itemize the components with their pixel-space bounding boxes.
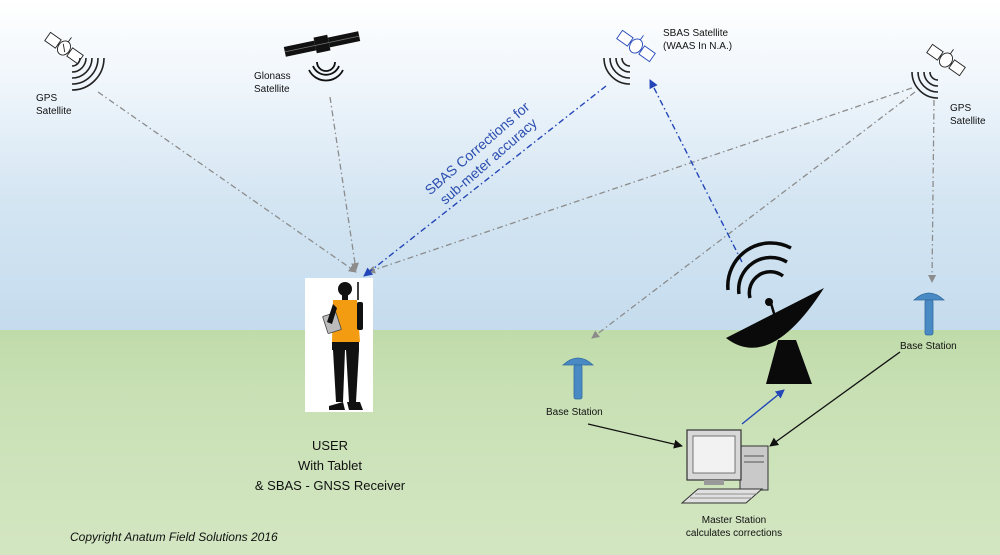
base-station-left-label: Base Station bbox=[546, 407, 603, 418]
link-master-to-dish bbox=[741, 389, 785, 425]
link-gps-right-to-base-left bbox=[591, 91, 916, 339]
base-station-right-label: Base Station bbox=[900, 341, 957, 352]
gps-left-signal-waves bbox=[71, 57, 105, 91]
user-caption: USER With Tablet & SBAS - GNSS Receiver bbox=[254, 438, 406, 493]
computer-icon bbox=[680, 429, 769, 504]
gps-satellite-left-icon bbox=[44, 31, 84, 65]
link-gps-right-to-user bbox=[367, 87, 913, 274]
glonass-signal-waves bbox=[308, 61, 344, 82]
gps-left-label: GPS Satellite bbox=[36, 93, 72, 117]
user-figure-panel bbox=[305, 278, 373, 412]
sbas-satellite-icon bbox=[616, 29, 656, 63]
gps-right-signal-waves bbox=[911, 71, 939, 99]
glonass-label: Glonass Satellite bbox=[254, 71, 291, 95]
base-station-right-icon bbox=[912, 292, 946, 336]
glonass-satellite-icon bbox=[283, 31, 361, 57]
gps-right-label: GPS Satellite bbox=[950, 103, 986, 127]
user-figure-icon bbox=[322, 282, 363, 410]
sbas-satellite-label: SBAS Satellite (WAAS In N.A.) bbox=[663, 28, 733, 52]
gps-satellite-right-icon bbox=[926, 43, 966, 77]
link-sbas-to-user bbox=[363, 85, 607, 277]
link-base-right-to-master bbox=[769, 351, 901, 447]
copyright-text: Copyright Anatum Field Solutions 2016 bbox=[70, 530, 278, 544]
link-gps-left-to-user bbox=[97, 91, 357, 273]
link-glonass-to-user bbox=[329, 96, 359, 271]
base-station-left-icon bbox=[561, 357, 595, 400]
master-station-label: Master Station calculates corrections bbox=[685, 515, 783, 539]
link-gps-right-to-base-right bbox=[928, 99, 937, 283]
satellite-dish-icon bbox=[726, 288, 824, 384]
ground-area bbox=[0, 330, 1000, 555]
dish-signal-waves bbox=[726, 241, 792, 299]
link-base-left-to-master bbox=[587, 423, 683, 449]
link-dish-to-sbas bbox=[649, 79, 743, 263]
sbas-signal-waves bbox=[603, 57, 631, 85]
